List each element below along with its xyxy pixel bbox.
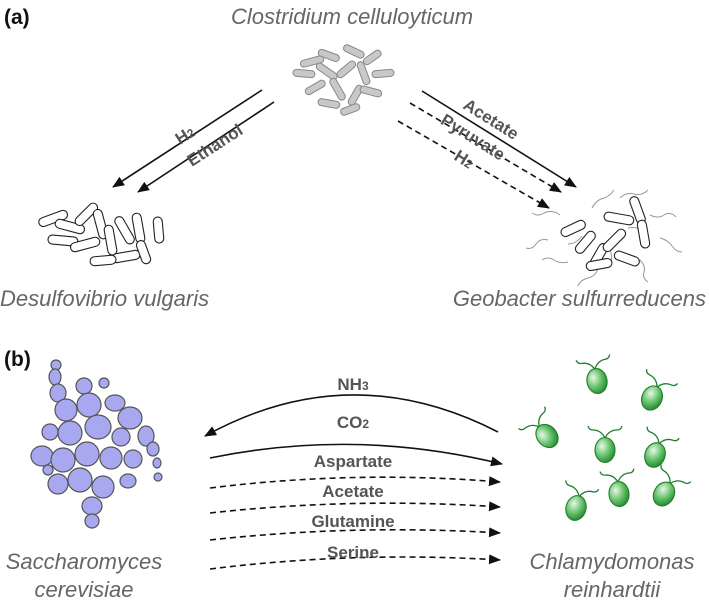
organism-chlamydomonas-label-line2: reinhardtii [564, 577, 662, 602]
chlamydomonas-cell [640, 368, 679, 411]
flux-left-0: H2 [172, 122, 199, 148]
flux-b-1: CO2 [337, 413, 370, 432]
chlamydomonas-cell [565, 480, 600, 521]
chlamydomonas-cell [652, 464, 692, 507]
arrow-serine [209, 554, 501, 570]
flux-b-5: Serine [327, 543, 379, 562]
flux-left-1: Ethanol [184, 120, 247, 170]
chlamydomonas-cell [599, 468, 635, 508]
flux-b-4: Glutamine [311, 512, 394, 531]
chlamydomonas-cell [644, 426, 680, 468]
chlamydomonas-cell [587, 425, 623, 464]
flux-b-0: NH3 [337, 375, 369, 394]
yeast-cells-illustration [30, 359, 163, 529]
arrow-clostridium-to-desulfovibrio-2 [137, 101, 275, 193]
arrow-clostridium-to-geobacter-1 [421, 90, 577, 188]
arrow-glutamine [209, 527, 501, 541]
panel-b: (b) [4, 348, 695, 602]
geobacter-cells-illustration [525, 189, 683, 287]
flux-b-2: Aspartate [314, 452, 392, 471]
desulfovibrio-cells-illustration [38, 202, 165, 267]
organism-saccharomyces-label: Saccharomyces [6, 549, 163, 574]
organism-clostridium-label: Clostridium celluloyticum [231, 4, 473, 29]
chlamydomonas-cell [518, 406, 559, 449]
chlamydomonas-cell [575, 354, 611, 394]
arrow-aspartate [209, 476, 501, 489]
arrow-nh3-to-yeast [204, 394, 499, 437]
chlamydomonas-cells-illustration [518, 354, 692, 521]
clostridium-cells-illustration [292, 44, 395, 116]
organism-chlamydomonas-label: Chlamydomonas [529, 549, 694, 574]
organism-geobacter-label: Geobacter sulfurreducens [453, 286, 706, 311]
panel-b-label: (b) [4, 348, 31, 371]
panel-a-label: (a) [4, 6, 30, 29]
arrow-clostridium-to-geobacter-3 [397, 120, 550, 209]
organism-desulfovibrio-label: Desulfovibrio vulgaris [0, 286, 209, 311]
panel-a: (a) Clostridium celluloyticum [0, 4, 706, 311]
arrow-co2-to-algae [209, 443, 503, 467]
flux-b-3: Acetate [322, 482, 383, 501]
organism-saccharomyces-label-line2: cerevisiae [34, 577, 133, 602]
arrow-clostridium-to-desulfovibrio-1 [112, 89, 263, 188]
flux-right-2: H2 [451, 146, 477, 172]
arrow-acetate [209, 501, 501, 514]
